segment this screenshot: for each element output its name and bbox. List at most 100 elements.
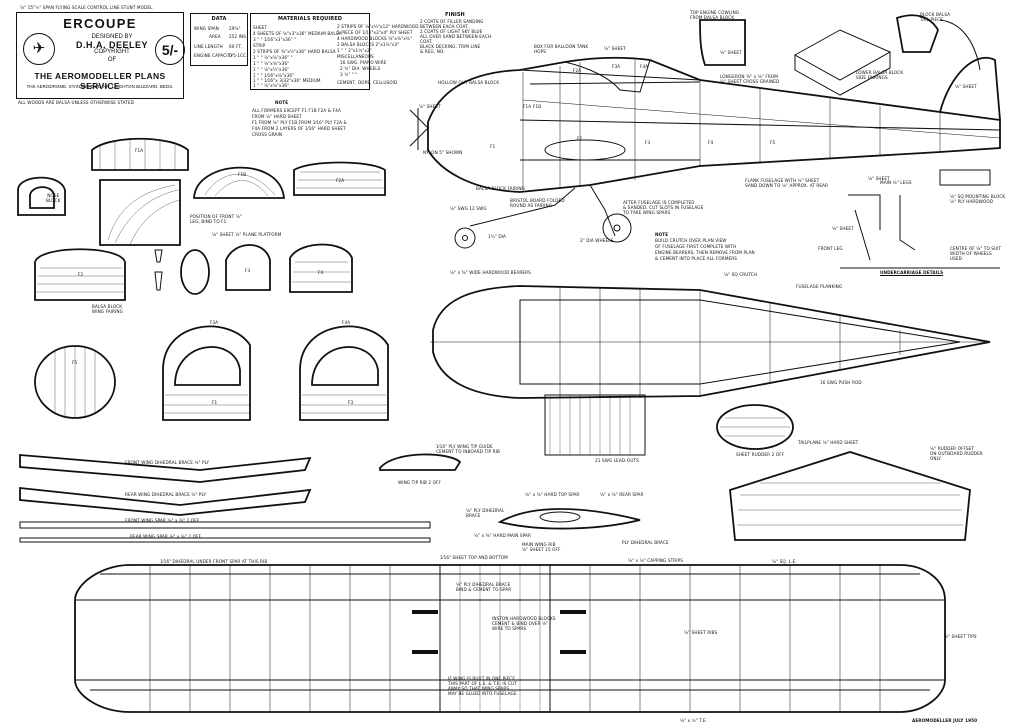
material-line: CEMENT, DOPE, CELLUSOID: [337, 80, 398, 85]
part-label: F2: [78, 272, 84, 277]
material-line: 2 STRIPS OF ⅜"x¼"x36" HARD BALSA: [253, 49, 336, 54]
material-line: 1 " " 1⁄16"x 3/32"x36" MEDIUM: [253, 78, 321, 83]
callout: ⅛" SHEET: [955, 84, 977, 89]
materials-box: MATERIALS REQUIRED SHEET 4 SHEETS OF ⅛"x…: [250, 13, 370, 90]
callout: NYLON 5" SHOWN: [423, 150, 463, 155]
part-label: F3A: [210, 320, 219, 325]
callout: PLY DIHEDRAL BRACE: [622, 540, 669, 545]
designer-block: DESIGNED BY D.H.A. DEELEY COPYRIGHT OF: [72, 34, 152, 64]
material-line: SHEET: [253, 25, 268, 30]
callout: FRONT WING SPAR ⅛" x ⅜" 2 OFF: [125, 518, 200, 523]
finish-line: 2 COATS OF FILLER SANDING: [420, 19, 484, 24]
callout: 21 SWG LEAD-OUTS: [595, 458, 639, 463]
material-line: 2 BALSA BLOCKS 2"x1⅛"x3": [337, 42, 400, 47]
aeromodeller-logo-icon: ✈: [23, 33, 55, 65]
former-marker: F4: [708, 140, 714, 145]
callout: BRISTOL BOARD FOLDED ROUND AS FAIRING: [510, 198, 565, 208]
material-line: 1 " " ⅛"x⅛"x36" ": [253, 55, 293, 60]
finish-line: ALL OVER SAND BETWEEN EACH: [420, 34, 492, 39]
callout: ⅛" x ⅜" HARD MAIN SPAR: [474, 533, 531, 538]
callout: FLANK FUSELAGE WITH ⅛" SHEET SAND DOWN T…: [745, 178, 829, 188]
callout: ⅛" SWG 12 SWG: [450, 206, 487, 211]
callout: ⅛" x ⅛" CAPPING STRIPS: [628, 558, 683, 563]
callout: ⅛" PLY DIHEDRAL BRACE BIND & CEMENT TO S…: [456, 582, 512, 592]
callout: MAIN ⅛" LEGS: [880, 180, 912, 185]
callout: ⅛" x ⅜" WIDE HARDWOOD BEARERS: [450, 270, 531, 275]
note-line: CROSS GRAIN: [252, 132, 283, 137]
finish-line: COAT.: [420, 39, 433, 44]
callout: ⅛" RUDDER OFFSET ON OUTBOARD RUDDER ONLY: [930, 446, 983, 461]
material-line: 1 " " ⅛"x⅜"x36": [253, 61, 290, 66]
plan-title: ERCOUPE: [63, 16, 137, 31]
footer-credit: AEROMODELLER JULY 1950: [912, 718, 978, 723]
undercarriage-detail: [840, 169, 1000, 269]
note-line: F1 FROM ⅛" PLY F1B FROM 1⁄16" PLY F2A &: [252, 120, 347, 125]
material-line: 1 " " ⅛"x⅛"x36": [253, 83, 290, 88]
callout: INSTON HARDWOOD BLOCKS CEMENT & BIND OVE…: [492, 616, 556, 631]
callout: TAILPLANE ⅛" HARD SHEET: [798, 440, 859, 445]
part-label: POSITION OF FRONT ⅛" LEG, BIND TO F1: [190, 214, 242, 224]
callout: ⅛" PLY DIHEDRAL BRACE: [466, 508, 505, 518]
former-marker: F5: [770, 140, 776, 145]
material-line: 4 SHEETS OF ⅛"x3"x36" MEDIUM BALSA: [253, 31, 342, 36]
material-line: 16 SWG. PIANO WIRE: [340, 60, 387, 65]
data-heading: DATA: [211, 16, 227, 22]
of-label: OF: [107, 56, 117, 63]
callout: SHEET RUDDER 2 OFF: [736, 452, 785, 457]
callout: 1¾" DIA: [488, 234, 507, 239]
former-marker: F1B: [533, 104, 542, 109]
callout: 1⁄16" PLY WING TIP GUIDE CEMENT TO INBOA…: [436, 444, 500, 454]
callout: REAR WING SPAR ⅛" x ⅛" 2 OFF: [130, 534, 202, 539]
header-strip: ⅛" 15"½" SPAN FLYING SCALE CONTROL LINE …: [20, 5, 153, 10]
note-line: F4A FROM 2 LAYERS OF 1⁄16" HARD SHEET: [252, 126, 346, 131]
data-label: AREA: [209, 34, 221, 39]
callout: FUSELAGE PLANKING: [796, 284, 843, 289]
note-line: OF FUSELAGE FIRST COMPLETE WITH: [655, 244, 737, 249]
callout: ⅛" SQ CRUTCH: [724, 272, 758, 277]
part-label: F3: [245, 268, 251, 273]
callout: BALSA BLOCK FAIRING: [476, 186, 525, 191]
callout: BLOCK BALSA TAIL PIECE: [920, 12, 951, 22]
note-line: BUILD CRUTCH OVER PLAN VIEW: [655, 238, 727, 243]
former-marker: F2A: [573, 68, 582, 73]
callout: WING TIP RIB 2 OFF: [398, 480, 441, 485]
callout: 2" DIA WHEELS: [580, 238, 614, 243]
service-address: THE AERODROME, STANSBRIDGE, NR. LEIGHTON…: [26, 84, 174, 89]
material-line: 1 " " 2"x1½"x2": [337, 48, 372, 53]
callout: ⅛" SHEET TIPS: [944, 634, 977, 639]
callout: 1⁄16" SHEET TOP AND BOTTOM: [440, 555, 508, 560]
fuselage-plan-view: [430, 285, 991, 456]
callout: CENTRE OF ⅛" TO SUIT WIDTH OF WHEELS USE…: [950, 246, 1002, 261]
callout: HOLLOW OUT BALSA BLOCK: [438, 80, 500, 85]
formers-group: [17, 137, 389, 421]
finish-line: BETWEEN EACH COAT.: [420, 24, 469, 29]
material-line: 1 PIECE OF 1⁄16"x2"x4" PLY SHEET: [337, 30, 413, 35]
note-line: ALL FORMERS EXCEPT F1 F1B F2A & F4A: [252, 108, 341, 113]
cowling-details: [699, 14, 981, 96]
callout: ⅛" SHEET: [832, 226, 854, 231]
callout: ⅛" SHEET: [868, 176, 890, 181]
data-label: LINE LENGTH: [194, 44, 223, 49]
former-marker: F3: [645, 140, 651, 145]
finish-line: 2 COATS OF LIGHT SKY BLUE: [420, 29, 483, 34]
callout: ⅛" x ⅛" HARD TOP SPAR: [525, 492, 580, 497]
callout: TOP ENGINE COWLING FROM BALSA BLOCK: [690, 10, 740, 20]
note-line: & CEMENT INTO PLACE ALL FORMERS: [655, 256, 738, 261]
part-label: F1B: [238, 172, 247, 177]
material-line: 4 HARDWOOD BLOCKS ⅜"x⅜"x⅝": [337, 36, 412, 41]
callout: AFTER FUSELAGE IS COMPLETED & SANDED, CU…: [623, 200, 704, 215]
callout: LOWER BALSA BLOCK SIDE FAIRINGS: [856, 70, 904, 80]
designer-name: D.H.A. DEELEY: [75, 39, 148, 50]
material-line: MISCELLANEOUS: [337, 54, 374, 59]
part-label: ⅛" SHEET ⅛" PLANE PLATFORM: [212, 232, 282, 237]
fuselage-side-view: [409, 56, 1001, 249]
former-marker: F1: [490, 144, 496, 149]
callout: ⅛" SQ MOUNTING BLOCK ⅛" PLY HARDWOOD: [950, 194, 1006, 204]
callout: LONGERON ⅜" x ⅛" FROM ⅛" SHEET CROSS GRA…: [720, 74, 780, 84]
material-line: 1 " " ⅛"x¼"x36": [253, 67, 290, 72]
finish-line: BLACK DECKING, TRIM LINE: [420, 44, 481, 49]
designed-by-label: DESIGNED BY: [91, 34, 133, 40]
part-label: F2A: [336, 178, 345, 183]
note-heading: NOTE: [275, 100, 289, 105]
material-line: 3 ½" " ": [340, 72, 358, 77]
